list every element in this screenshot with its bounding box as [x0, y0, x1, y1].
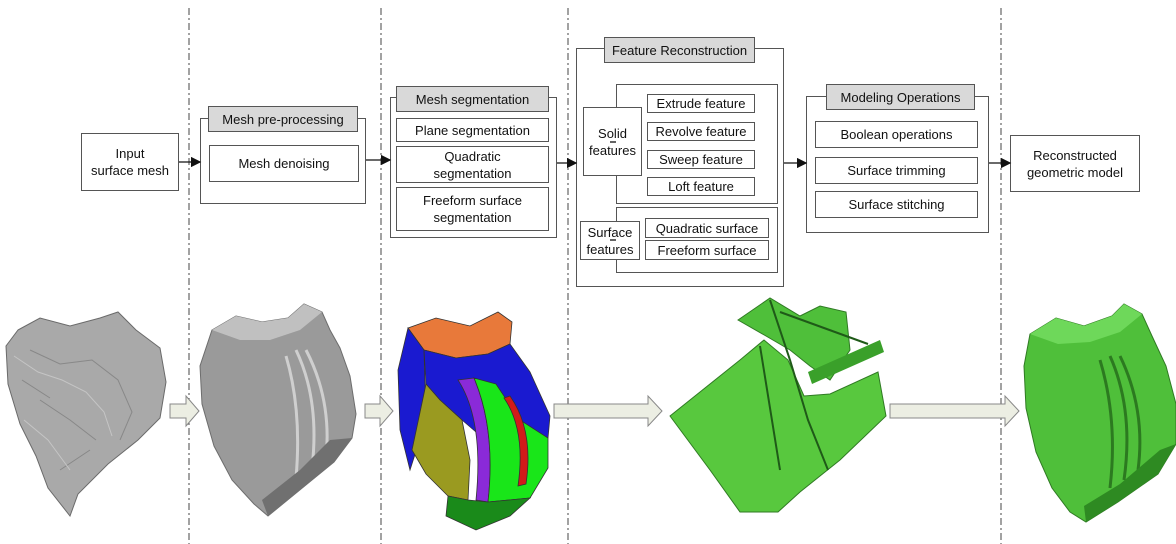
segmented-model	[397, 311, 551, 531]
feature-model	[669, 297, 887, 513]
reconstructed-model-box: Reconstructed geometric model	[1010, 135, 1140, 192]
revolve-feature-box: Revolve feature	[647, 122, 755, 141]
reconstructed-model	[1023, 303, 1176, 523]
block-arrow-2	[364, 394, 394, 428]
stage-separators	[188, 8, 1002, 544]
plane-segmentation-box: Plane segmentation	[396, 118, 549, 142]
extrude-feature-box: Extrude feature	[647, 94, 755, 113]
sweep-feature-box: Sweep feature	[647, 150, 755, 169]
surface-trimming-box: Surface trimming	[815, 157, 978, 184]
block-arrow-3	[553, 394, 663, 428]
input-mesh-model	[5, 311, 167, 518]
denoised-model	[199, 303, 357, 517]
freeform-segmentation-box: Freeform surface segmentation	[396, 187, 549, 231]
modeling-header: Modeling Operations	[826, 84, 975, 110]
quadratic-surface-box: Quadratic surface	[645, 218, 769, 238]
loft-feature-box: Loft feature	[647, 177, 755, 196]
boolean-operations-box: Boolean operations	[815, 121, 978, 148]
preprocessing-header: Mesh pre-processing	[208, 106, 358, 132]
mesh-denoising-box: Mesh denoising	[209, 145, 359, 182]
feature-reconstruction-header: Feature Reconstruction	[604, 37, 755, 63]
surface-stitching-box: Surface stitching	[815, 191, 978, 218]
input-surface-mesh-box: Input surface mesh	[81, 133, 179, 191]
quadratic-segmentation-box: Quadratic segmentation	[396, 146, 549, 183]
block-arrow-4	[889, 394, 1020, 428]
block-arrow-1	[169, 394, 200, 428]
surface-features-label: Surface features	[580, 221, 640, 260]
freeform-surface-box: Freeform surface	[645, 240, 769, 260]
segmentation-header: Mesh segmentation	[396, 86, 549, 112]
